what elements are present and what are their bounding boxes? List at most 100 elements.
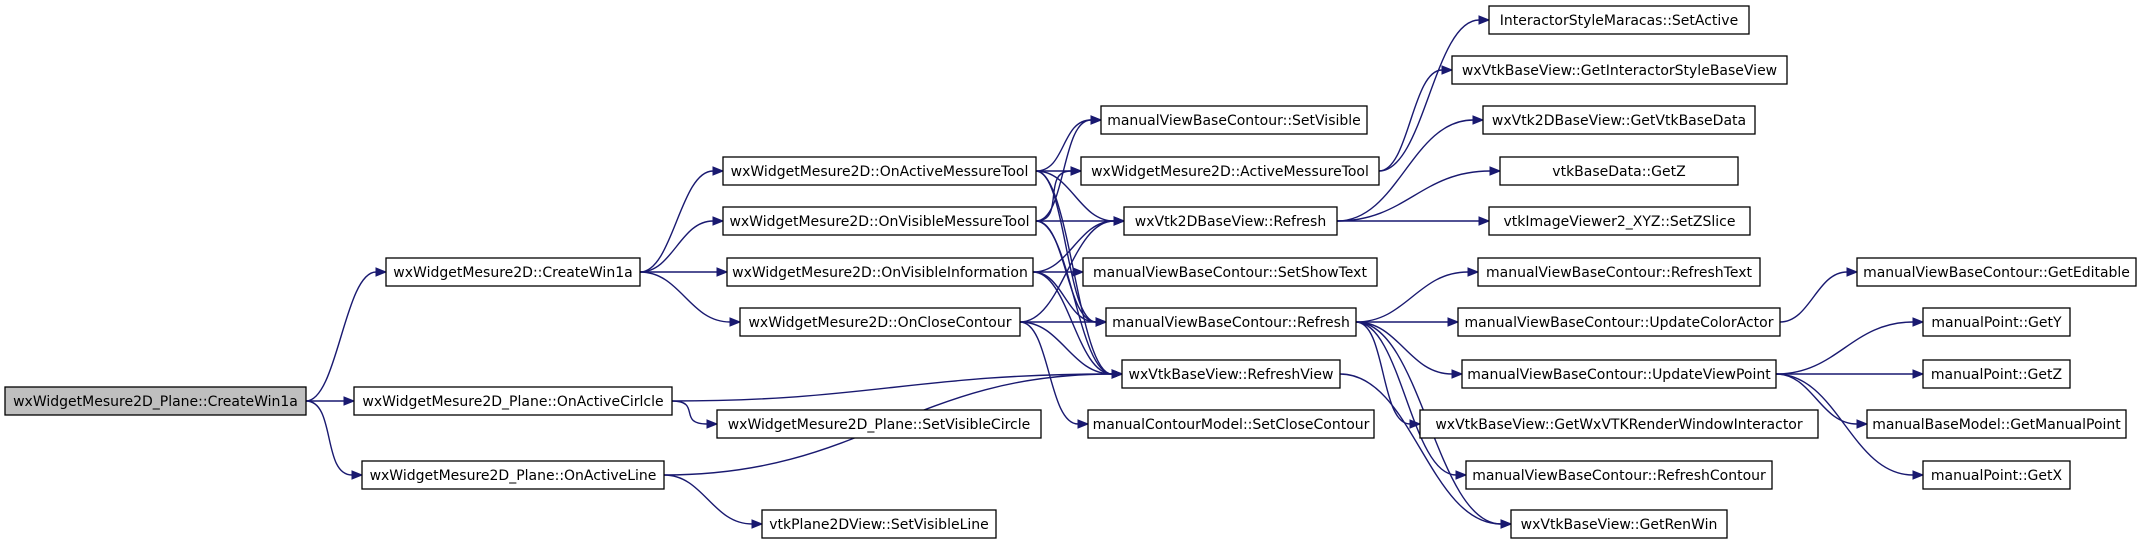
node-box xyxy=(1082,257,1378,287)
edge-line xyxy=(305,271,377,402)
edge-n12-n20 xyxy=(1336,166,1502,222)
arrowhead-icon xyxy=(1846,267,1859,277)
graph-node-n18[interactable]: wxVtkBaseView::GetInteractorStyleBaseVie… xyxy=(1451,55,1788,85)
edge-n11-n17 xyxy=(1378,15,1491,172)
graph-node-n3[interactable]: wxWidgetMesure2D_Plane::OnActiveLine xyxy=(361,460,665,490)
node-box xyxy=(1465,460,1773,490)
node-label: wxWidgetMesure2D::OnCloseContour xyxy=(748,315,1011,331)
edge-n14-n26 xyxy=(1355,321,1468,480)
edge-n14-n23 xyxy=(1356,317,1460,327)
graph-node-n12[interactable]: wxVtk2DBaseView::Refresh xyxy=(1123,206,1338,236)
graph-node-n4[interactable]: wxWidgetMesure2D::OnActiveMessureTool xyxy=(722,156,1037,186)
node-box xyxy=(1856,257,2137,287)
node-box xyxy=(722,206,1037,236)
graph-node-n16[interactable]: manualContourModel::SetCloseContour xyxy=(1087,409,1375,439)
node-label: wxWidgetMesure2D::OnVisibleMessureTool xyxy=(729,214,1029,230)
node-label: wxVtkBaseView::RefreshView xyxy=(1129,367,1334,383)
node-label: manualViewBaseContour::GetEditable xyxy=(1863,265,2130,281)
edge-line xyxy=(671,373,1113,402)
graph-node-n27[interactable]: wxVtkBaseView::GetRenWin xyxy=(1510,509,1728,539)
edge-n24-n29 xyxy=(1775,317,1925,375)
edge-line xyxy=(1035,119,1092,172)
edge-n6-n13 xyxy=(1033,267,1085,277)
node-label: wxWidgetMesure2D_Plane::OnActiveLine xyxy=(370,468,657,484)
graph-node-n11[interactable]: wxWidgetMesure2D::ActiveMessureTool xyxy=(1080,156,1380,186)
graph-node-n24[interactable]: manualViewBaseContour::UpdateViewPoint xyxy=(1461,359,1777,389)
arrowhead-icon xyxy=(1912,470,1925,480)
graph-node-n20[interactable]: vtkBaseData::GetZ xyxy=(1499,156,1739,186)
graph-node-n2[interactable]: wxWidgetMesure2D_Plane::OnActiveCirlcle xyxy=(353,386,673,416)
node-box xyxy=(385,257,641,287)
node-label: manualPoint::GetY xyxy=(1931,315,2062,331)
graph-node-n14[interactable]: manualViewBaseContour::Refresh xyxy=(1105,307,1357,337)
node-box xyxy=(1100,105,1368,135)
node-label: vtkBaseData::GetZ xyxy=(1552,164,1685,180)
graph-node-n25[interactable]: wxVtkBaseView::GetWxVTKRenderWindowInter… xyxy=(1419,409,1819,439)
node-box xyxy=(1922,359,2071,389)
graph-node-n31[interactable]: manualBaseModel::GetManualPoint xyxy=(1866,409,2127,439)
node-label: vtkImageViewer2_XYZ::SetZSlice xyxy=(1504,214,1736,230)
edge-line xyxy=(1355,321,1411,425)
edge-n3-n9 xyxy=(663,474,764,529)
edge-n24-n30 xyxy=(1775,369,1925,379)
node-box xyxy=(1510,509,1728,539)
graph-node-n15[interactable]: wxVtkBaseView::RefreshView xyxy=(1121,359,1341,389)
node-box xyxy=(1866,409,2127,439)
graph-node-n28[interactable]: manualViewBaseContour::GetEditable xyxy=(1856,257,2137,287)
graph-node-n30[interactable]: manualPoint::GetZ xyxy=(1922,359,2071,389)
node-label: manualViewBaseContour::UpdateViewPoint xyxy=(1467,367,1771,383)
node-box xyxy=(1922,307,2071,337)
graph-node-n6[interactable]: wxWidgetMesure2D::OnVisibleInformation xyxy=(726,257,1034,287)
edge-n7-n16 xyxy=(1019,321,1090,429)
node-box xyxy=(1488,206,1751,236)
arrowhead-icon xyxy=(1856,419,1869,429)
graph-node-n26[interactable]: manualViewBaseContour::RefreshContour xyxy=(1465,460,1773,490)
graph-node-n8[interactable]: wxWidgetMesure2D_Plane::SetVisibleCircle xyxy=(716,409,1042,439)
edge-n2-n15 xyxy=(671,369,1124,402)
node-label: manualBaseModel::GetManualPoint xyxy=(1872,417,2121,433)
graph-node-n7[interactable]: wxWidgetMesure2D::OnCloseContour xyxy=(739,307,1021,337)
edge-line xyxy=(1339,373,1502,525)
graph-node-n29[interactable]: manualPoint::GetY xyxy=(1922,307,2071,337)
arrowhead-icon xyxy=(1467,267,1480,277)
edge-line xyxy=(1775,373,1914,476)
edge-n7-n14 xyxy=(1020,317,1108,327)
edge-line xyxy=(1019,321,1079,425)
node-label: wxWidgetMesure2D::CreateWin1a xyxy=(393,265,632,281)
edge-line xyxy=(1035,119,1092,222)
edge-n24-n32 xyxy=(1775,373,1925,480)
edge-n7-n12 xyxy=(1019,216,1126,323)
arrowhead-icon xyxy=(1912,317,1925,327)
edge-line xyxy=(1779,271,1848,323)
graph-node-n23[interactable]: manualViewBaseContour::UpdateColorActor xyxy=(1457,307,1781,337)
graph-node-n5[interactable]: wxWidgetMesure2D::OnVisibleMessureTool xyxy=(722,206,1037,236)
graph-node-n19[interactable]: wxVtk2DBaseView::GetVtkBaseData xyxy=(1482,105,1756,135)
graph-node-n10[interactable]: manualViewBaseContour::SetVisible xyxy=(1100,105,1368,135)
node-label: wxVtk2DBaseView::GetVtkBaseData xyxy=(1492,113,1746,129)
graph-node-n17[interactable]: InteractorStyleMaracas::SetActive xyxy=(1488,5,1750,35)
edge-n0-n2 xyxy=(306,396,356,406)
edge-n1-n6 xyxy=(640,267,729,277)
edge-n0-n3 xyxy=(305,400,364,480)
node-label: manualPoint::GetZ xyxy=(1931,367,2062,383)
edge-n1-n5 xyxy=(639,216,725,273)
node-label: manualViewBaseContour::SetShowText xyxy=(1093,265,1367,281)
graph-node-n22[interactable]: manualViewBaseContour::RefreshText xyxy=(1477,257,1761,287)
arrowhead-icon xyxy=(1447,317,1460,327)
node-box xyxy=(1499,156,1739,186)
graph-node-n0[interactable]: wxWidgetMesure2D_Plane::CreateWin1a xyxy=(4,386,307,416)
graph-node-n1[interactable]: wxWidgetMesure2D::CreateWin1a xyxy=(385,257,641,287)
arrowhead-icon xyxy=(706,419,719,429)
edge-line xyxy=(1336,119,1474,222)
graph-node-n32[interactable]: manualPoint::GetX xyxy=(1922,460,2071,490)
edge-line xyxy=(1355,271,1469,323)
arrowhead-icon xyxy=(1912,369,1925,379)
graph-node-n21[interactable]: vtkImageViewer2_XYZ::SetZSlice xyxy=(1488,206,1751,236)
graph-node-n13[interactable]: manualViewBaseContour::SetShowText xyxy=(1082,257,1378,287)
graph-node-n9[interactable]: vtkPlane2DView::SetVisibleLine xyxy=(761,509,997,539)
arrowhead-icon xyxy=(1095,317,1108,327)
node-box xyxy=(722,156,1037,186)
node-label: wxVtkBaseView::GetInteractorStyleBaseVie… xyxy=(1462,63,1777,79)
arrowhead-icon xyxy=(351,470,364,480)
